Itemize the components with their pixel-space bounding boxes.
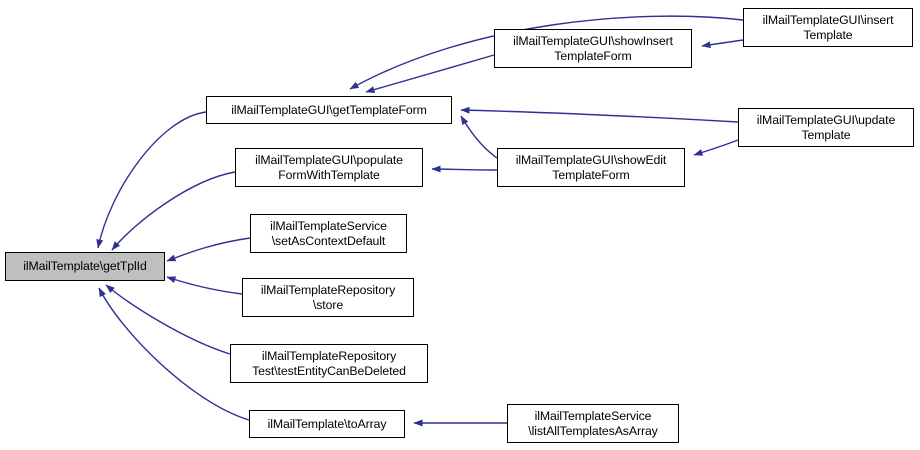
node-insertTemplate[interactable]: ilMailTemplateGUI\insert Template	[743, 8, 913, 47]
node-label-showEditTemplateForm: ilMailTemplateGUI\showEdit TemplateForm	[515, 153, 667, 182]
node-label-showInsertTemplateForm: ilMailTemplateGUI\showInsert TemplateFor…	[513, 34, 673, 63]
node-label-populateFormWithTemplate: ilMailTemplateGUI\populate FormWithTempl…	[255, 153, 403, 182]
node-label-setAsContextDefault: ilMailTemplateService \setAsContextDefau…	[270, 219, 387, 248]
node-label-toArray: ilMailTemplate\toArray	[267, 416, 387, 431]
edge-insertTemplate-to-showInsertTemplateForm	[701, 39, 744, 49]
node-toArray[interactable]: ilMailTemplate\toArray	[249, 410, 405, 438]
node-label-repositoryStore: ilMailTemplateRepository \store	[260, 283, 396, 312]
edge-populateFormWithTemplate-to-getTplId	[111, 171, 236, 251]
edge-repositoryStore-to-getTplId	[166, 276, 243, 295]
edge-showInsertTemplateForm-to-getTemplateForm	[365, 54, 495, 93]
edge-testEntityCanBeDeleted-to-getTplId	[105, 284, 231, 355]
node-label-insertTemplate: ilMailTemplateGUI\insert Template	[762, 13, 894, 42]
edge-getTemplateForm-to-getTplId	[96, 111, 207, 249]
edge-setAsContextDefault-to-getTplId	[166, 237, 251, 262]
node-label-getTemplateForm: ilMailTemplateGUI\getTemplateForm	[231, 102, 427, 117]
node-populateFormWithTemplate[interactable]: ilMailTemplateGUI\populate FormWithTempl…	[235, 148, 423, 187]
node-getTplId[interactable]: ilMailTemplate\getTplId	[5, 252, 165, 281]
edge-showEditTemplateForm-to-getTemplateForm	[460, 115, 498, 159]
edge-toArray-to-getTplId	[98, 287, 250, 421]
node-label-listAllTemplatesAsArray: ilMailTemplateService \listAllTemplatesA…	[528, 409, 658, 438]
edge-showEditTemplateForm-to-populateFormWithTemplate	[431, 165, 498, 173]
edge-updateTemplate-to-showEditTemplateForm	[693, 139, 739, 156]
node-getTemplateForm[interactable]: ilMailTemplateGUI\getTemplateForm	[206, 96, 452, 124]
node-label-testEntityCanBeDeleted: ilMailTemplateRepository Test\testEntity…	[252, 349, 406, 378]
node-listAllTemplatesAsArray[interactable]: ilMailTemplateService \listAllTemplatesA…	[507, 404, 679, 443]
node-showInsertTemplateForm[interactable]: ilMailTemplateGUI\showInsert TemplateFor…	[494, 29, 692, 68]
edge-updateTemplate-to-getTemplateForm	[460, 106, 739, 123]
node-setAsContextDefault[interactable]: ilMailTemplateService \setAsContextDefau…	[250, 214, 407, 253]
node-label-getTplId: ilMailTemplate\getTplId	[23, 259, 147, 274]
node-repositoryStore[interactable]: ilMailTemplateRepository \store	[242, 278, 414, 317]
node-testEntityCanBeDeleted[interactable]: ilMailTemplateRepository Test\testEntity…	[230, 344, 428, 383]
node-updateTemplate[interactable]: ilMailTemplateGUI\update Template	[738, 108, 914, 147]
node-label-updateTemplate: ilMailTemplateGUI\update Template	[756, 113, 896, 142]
node-showEditTemplateForm[interactable]: ilMailTemplateGUI\showEdit TemplateForm	[497, 148, 685, 187]
